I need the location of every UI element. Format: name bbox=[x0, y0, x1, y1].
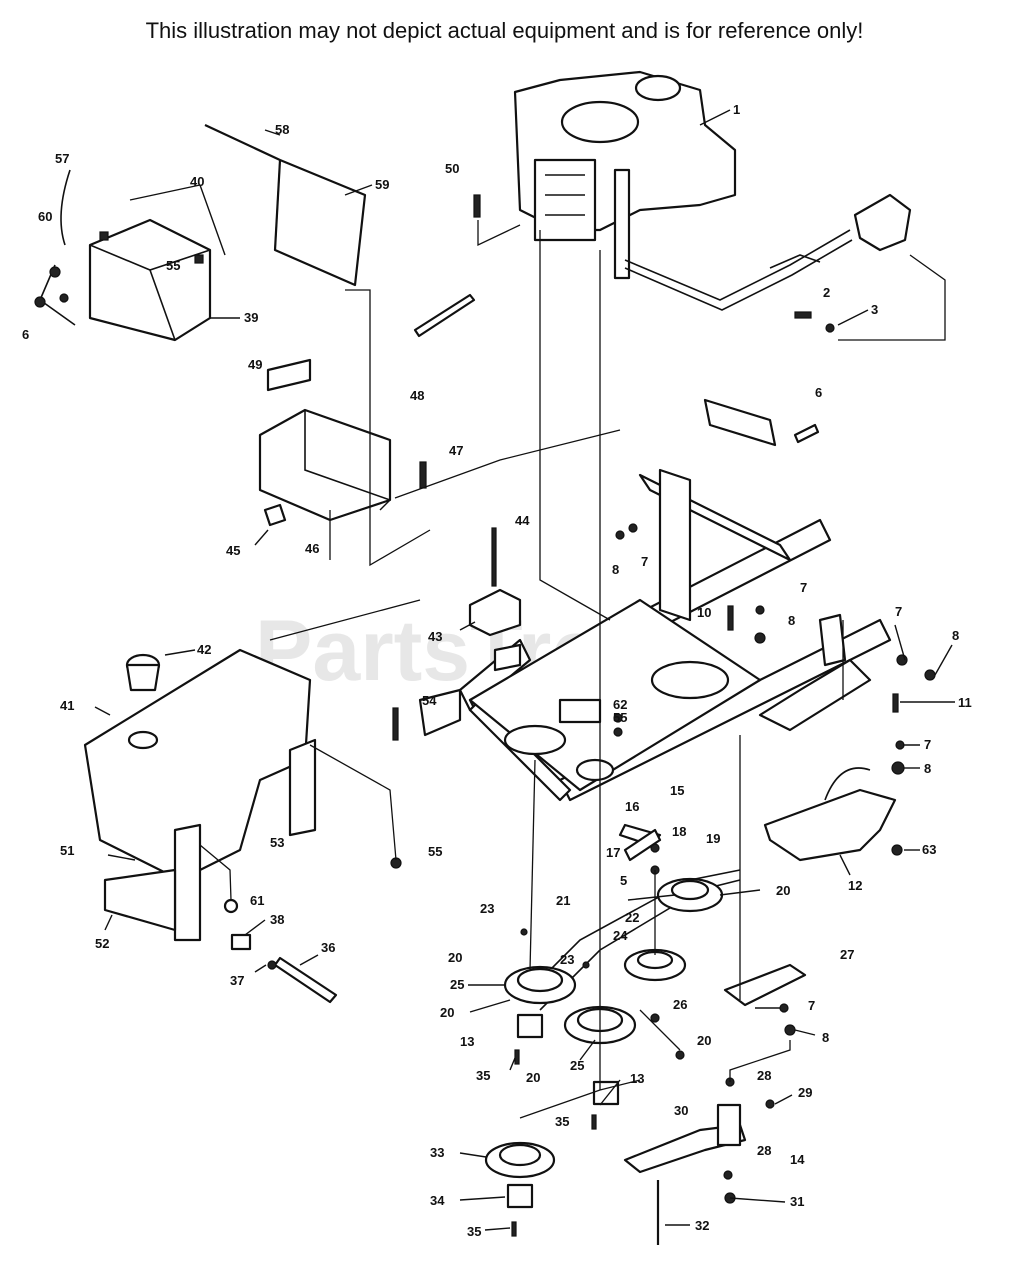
callout-label: 7 bbox=[800, 580, 807, 595]
callout-label: 17 bbox=[606, 845, 620, 860]
callout-label: 44 bbox=[515, 513, 530, 528]
callout-label: 53 bbox=[270, 835, 284, 850]
callout-label: 31 bbox=[790, 1194, 804, 1209]
callout-label: 51 bbox=[60, 843, 74, 858]
callout-label: 7 bbox=[924, 737, 931, 752]
callout-label: 23 bbox=[480, 901, 494, 916]
callout-label: 50 bbox=[445, 161, 459, 176]
callout-label: 10 bbox=[697, 605, 711, 620]
callout-label: 13 bbox=[630, 1071, 644, 1086]
callout-labels: 1 2 3 6 8 7 7 8 10 7 8 11 7 8 63 12 62 5… bbox=[22, 102, 972, 1239]
callout-label: 34 bbox=[430, 1193, 445, 1208]
main-frame bbox=[418, 398, 892, 802]
callout-label: 55 bbox=[613, 710, 627, 725]
callout-label: 41 bbox=[60, 698, 74, 713]
battery-cover bbox=[204, 124, 367, 287]
callout-label: 8 bbox=[612, 562, 619, 577]
callout-label: 15 bbox=[670, 783, 684, 798]
callout-label: 54 bbox=[422, 693, 437, 708]
callout-label: 52 bbox=[95, 936, 109, 951]
callout-label: 22 bbox=[625, 910, 639, 925]
callout-label: 57 bbox=[55, 151, 69, 166]
callout-label: 7 bbox=[641, 554, 648, 569]
callout-label: 20 bbox=[776, 883, 790, 898]
callout-label: 38 bbox=[270, 912, 284, 927]
leader-lines bbox=[94, 109, 955, 1231]
callout-label: 19 bbox=[706, 831, 720, 846]
engine bbox=[513, 70, 737, 280]
callout-label: 8 bbox=[952, 628, 959, 643]
callout-label: 62 bbox=[613, 697, 627, 712]
fuel-tank bbox=[83, 648, 317, 942]
callout-label: 12 bbox=[848, 878, 862, 893]
callout-label: 7 bbox=[808, 998, 815, 1013]
callout-label: 5 bbox=[620, 873, 627, 888]
assembly-lines bbox=[199, 220, 946, 1119]
callout-label: 25 bbox=[450, 977, 464, 992]
callout-label: 8 bbox=[788, 613, 795, 628]
callout-label: 6 bbox=[22, 327, 29, 342]
callout-label: 42 bbox=[197, 642, 211, 657]
callout-label: 21 bbox=[556, 893, 570, 908]
battery bbox=[39, 169, 212, 342]
callout-label: 29 bbox=[798, 1085, 812, 1100]
callout-label: 61 bbox=[250, 893, 264, 908]
callout-label: 63 bbox=[922, 842, 936, 857]
callout-label: 8 bbox=[822, 1030, 829, 1045]
callout-label: 25 bbox=[570, 1058, 584, 1073]
callout-label: 40 bbox=[190, 174, 204, 189]
callout-label: 37 bbox=[230, 973, 244, 988]
callout-label: 58 bbox=[275, 122, 289, 137]
callout-label: 28 bbox=[757, 1143, 771, 1158]
fuel-line bbox=[230, 933, 338, 1004]
callout-label: 28 bbox=[757, 1068, 771, 1083]
battery-tray bbox=[258, 358, 392, 527]
bracket-43 bbox=[468, 588, 522, 637]
callout-label: 23 bbox=[560, 952, 574, 967]
callout-label: 2 bbox=[823, 285, 830, 300]
deck-guard bbox=[763, 767, 897, 862]
callout-label: 59 bbox=[375, 177, 389, 192]
disclaimer-text: This illustration may not depict actual … bbox=[145, 18, 864, 43]
callout-label: 24 bbox=[613, 928, 628, 943]
callout-label: 20 bbox=[448, 950, 462, 965]
callout-label: 35 bbox=[476, 1068, 490, 1083]
callout-label: 55 bbox=[428, 844, 442, 859]
callout-label: 20 bbox=[697, 1033, 711, 1048]
callout-label: 49 bbox=[248, 357, 262, 372]
callout-label: 7 bbox=[895, 604, 902, 619]
callout-label: 45 bbox=[226, 543, 240, 558]
callout-label: 13 bbox=[460, 1034, 474, 1049]
callout-label: 18 bbox=[672, 824, 686, 839]
callout-label: 20 bbox=[526, 1070, 540, 1085]
callout-label: 20 bbox=[440, 1005, 454, 1020]
starter-cable bbox=[624, 193, 912, 311]
callout-label: 1 bbox=[733, 102, 740, 117]
callout-label: 33 bbox=[430, 1145, 444, 1160]
callout-label: 39 bbox=[244, 310, 258, 325]
idler-arms bbox=[623, 963, 807, 1245]
callout-label: 27 bbox=[840, 947, 854, 962]
callout-label: 36 bbox=[321, 940, 335, 955]
callout-label: 46 bbox=[305, 541, 319, 556]
callout-label: 35 bbox=[555, 1114, 569, 1129]
callout-label: 55 bbox=[166, 258, 180, 273]
callout-label: 3 bbox=[871, 302, 878, 317]
callout-label: 30 bbox=[674, 1103, 688, 1118]
callout-label: 11 bbox=[958, 695, 972, 710]
callout-label: 16 bbox=[625, 799, 639, 814]
callout-label: 32 bbox=[695, 1218, 709, 1233]
callout-label: 47 bbox=[449, 443, 463, 458]
callout-label: 14 bbox=[790, 1152, 805, 1167]
callout-label: 6 bbox=[815, 385, 822, 400]
callout-label: 35 bbox=[467, 1224, 481, 1239]
callout-label: 26 bbox=[673, 997, 687, 1012]
callout-label: 48 bbox=[410, 388, 424, 403]
callout-label: 43 bbox=[428, 629, 442, 644]
callout-label: 8 bbox=[924, 761, 931, 776]
callout-label: 60 bbox=[38, 209, 52, 224]
